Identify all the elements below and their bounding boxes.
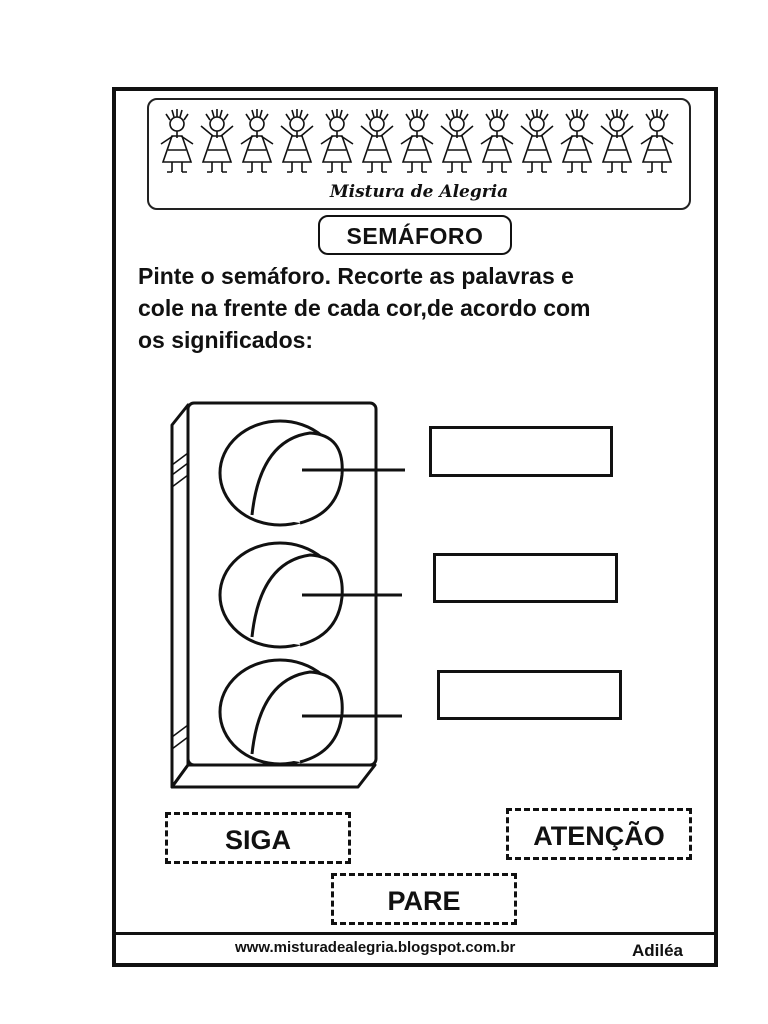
instruction-line: Pinte o semáforo. Recorte as palavras e [138, 263, 574, 289]
child-figure-icon [200, 109, 234, 173]
answer-box-bottom[interactable] [437, 670, 622, 720]
cutout-word-pare[interactable]: PARE [331, 873, 517, 925]
footer-divider [116, 932, 714, 935]
instructions: Pinte o semáforo. Recorte as palavras e … [138, 260, 708, 356]
traffic-light-icon[interactable] [160, 395, 420, 795]
child-figure-icon [520, 109, 554, 173]
child-figure-icon [440, 109, 474, 173]
footer-author: Adiléa [632, 941, 684, 960]
answer-box-top[interactable] [429, 426, 613, 477]
instruction-line: os significados: [138, 327, 314, 353]
cutout-word-siga[interactable]: SIGA [165, 812, 351, 864]
child-figure-icon [240, 109, 274, 173]
worksheet-title: SEMÁFORO [318, 215, 512, 255]
child-figure-icon [600, 109, 634, 173]
cutout-word-atencao[interactable]: ATENÇÃO [506, 808, 692, 860]
header-banner: Mistura de Alegria [147, 98, 691, 210]
child-figure-icon [640, 109, 674, 173]
light-lenses [218, 419, 405, 766]
children-figures-illustration [160, 109, 674, 173]
child-figure-icon [160, 109, 194, 173]
banner-title: Mistura de Alegria [329, 182, 509, 202]
answer-box-middle[interactable] [433, 553, 618, 603]
child-figure-icon [400, 109, 434, 173]
child-figure-icon [280, 109, 314, 173]
worksheet-border [112, 87, 718, 967]
child-figure-icon [560, 109, 594, 173]
child-figure-icon [320, 109, 354, 173]
child-figure-icon [480, 109, 514, 173]
child-figure-icon [360, 109, 394, 173]
instruction-line: cole na frente de cada cor,de acordo com [138, 295, 591, 321]
footer-url[interactable]: www.misturadealegria.blogspot.com.br [235, 939, 516, 956]
